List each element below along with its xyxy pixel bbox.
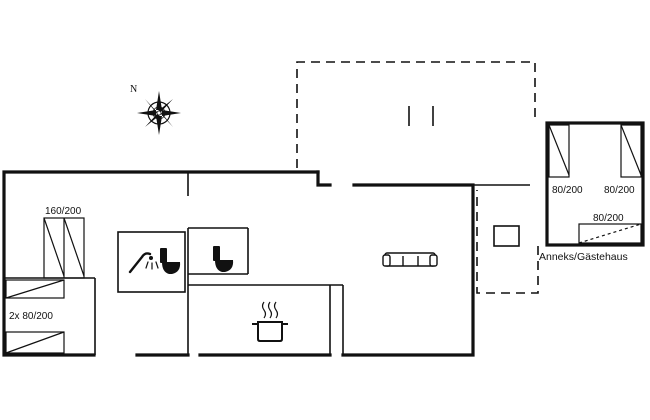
bed-icon (620, 124, 642, 178)
interior-walls (4, 172, 530, 356)
compass-rose-icon (137, 91, 181, 135)
main-bed-label: 160/200 (45, 206, 82, 217)
twin-beds-label: 2x 80/200 (9, 311, 53, 322)
compass-north-label: N (130, 84, 137, 95)
terrace-outline (296, 61, 539, 294)
bed-icon (578, 223, 642, 244)
terrace-markers (408, 106, 434, 126)
bed-icon (43, 217, 85, 279)
toilet-icon (160, 248, 181, 274)
bathroom (117, 231, 186, 293)
sofa-icon (382, 252, 438, 267)
annex-bed-bottom-label: 80/200 (593, 213, 624, 224)
annex-label: Anneks/Gästehaus (539, 251, 628, 263)
toilet-icon (213, 246, 234, 272)
cooking-pot-icon (252, 301, 288, 342)
shower-icon (128, 252, 159, 274)
annex-bed-right-label: 80/200 (604, 185, 635, 196)
annex-walls (545, 121, 645, 247)
bed-icon (548, 124, 570, 178)
bed-icon (5, 279, 65, 354)
terrace-cabinet (493, 225, 520, 247)
annex-bed-left-label: 80/200 (552, 185, 583, 196)
